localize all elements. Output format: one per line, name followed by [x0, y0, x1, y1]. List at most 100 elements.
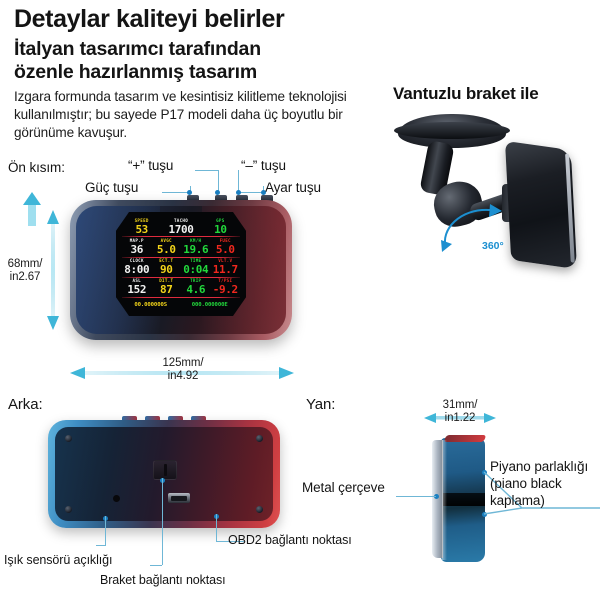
side-metal-frame [432, 440, 443, 558]
display-cell-label: ASL [132, 278, 141, 284]
front-view-label: Ön kısım: [8, 160, 65, 175]
display-cell: DIT.T 87 [152, 278, 182, 297]
callout-piano-line1: Piyano parlaklığı [490, 459, 589, 474]
height-dimension-mm: 68mm/ [7, 258, 43, 270]
display-row: SPEED 53 TACHO 1700 GPS 10 [122, 217, 240, 236]
display-cell-label: CLOCK [129, 258, 144, 264]
display-cell-value: 11.7 [212, 263, 238, 277]
leader-bracket-h [150, 565, 162, 567]
callout-metal-frame: Metal çerçeve [302, 480, 385, 495]
obd2-port [168, 493, 190, 503]
rotation-arc-icon [441, 204, 502, 252]
callout-obd2-point: OBD2 bağlantı noktası [228, 533, 352, 547]
leader-bracket-v [162, 478, 164, 565]
display-cell-value: 5.0 [215, 242, 235, 256]
side-top-accent [443, 435, 487, 442]
device-side-view [432, 432, 488, 562]
page-subtitle-line1: İtalyan tasarımcı tarafından [14, 38, 261, 60]
display-cell-value: 5.0 [156, 242, 176, 256]
leader-power [162, 192, 190, 194]
button-dot-power [187, 190, 192, 195]
leader-metal-frame [396, 496, 436, 498]
suction-mount-illustration: 360° [390, 112, 595, 272]
callout-setting-button: Ayar tuşu [265, 180, 321, 195]
side-body [441, 438, 485, 562]
rotation-badge: 360° [482, 240, 504, 252]
bracket-mount-slot [153, 460, 177, 480]
display-cell: TRIP 4.6 [181, 279, 211, 296]
light-sensor-hole [113, 495, 120, 502]
display-cell: GPS 10 [201, 217, 240, 236]
leader-setting [237, 192, 263, 194]
depth-dimension-mm: 31mm/ [442, 399, 478, 411]
mount-section-title: Vantuzlu braket ile [393, 84, 539, 103]
side-view-label: Yan: [306, 396, 336, 413]
display-cell-label: TIME [190, 258, 202, 264]
rear-top-buttons [122, 416, 206, 421]
display-cell-label: GPS [216, 217, 225, 223]
rear-button-setting[interactable] [191, 416, 206, 421]
button-dot-plus [215, 190, 220, 195]
display-cell: SPEED 53 [122, 217, 161, 235]
display-cell-label: DIT.T [159, 278, 174, 284]
display-divider [122, 297, 240, 298]
rear-view-label: Arka: [8, 396, 43, 413]
display-cell-label: SPEED [134, 217, 149, 223]
display-cell: CLOCK 8:00 [122, 258, 152, 277]
display-cell: VLT.V 11.7 [211, 258, 241, 277]
display-row: MAP.P 36 AVGC 5.0 KM/H 19.6 FUEC 5.0 [122, 237, 240, 256]
rear-button-power[interactable] [122, 416, 137, 421]
device-front-view: SPEED 53 TACHO 1700 GPS 10 MAP.P [70, 195, 292, 340]
display-cell: FUEC 5.0 [211, 237, 241, 256]
display-cell-value: -9.2 [212, 283, 238, 297]
display-cell-value: 87 [160, 283, 173, 297]
display-cell-label: VLT.V [218, 258, 233, 264]
device-rear-view [48, 416, 280, 528]
height-dimension-arrow [47, 210, 59, 330]
display-cell-value: 10 [214, 222, 227, 236]
display-cell: TACHO 1700 [161, 218, 200, 236]
display-divider [122, 276, 240, 278]
width-dimension-label: 125mm/ in4.92 [152, 357, 214, 383]
display-cell-value: 152 [127, 283, 147, 297]
display-cell: MAP.P 36 [122, 238, 152, 255]
leader-minus-v [238, 170, 240, 193]
rear-panel [55, 427, 273, 521]
callout-light-sensor: Işık sensörü açıklığı [4, 553, 113, 567]
display-cell-label: KM/H [190, 237, 202, 243]
display-divider [122, 236, 240, 238]
callout-piano-finish: Piyano parlaklığı (piano black kaplama) [490, 458, 600, 509]
leader-plus [195, 170, 219, 172]
display-cell: ASL 152 [122, 278, 152, 297]
display-row: ASL 152 DIT.T 87 TRIP 4.6 T/PSI -9.2 [122, 278, 240, 297]
display-cell-value: 1700 [168, 222, 194, 236]
page-body-text: Izgara formunda tasarım ve kesintisiz ki… [14, 89, 347, 141]
height-dimension-label: 68mm/ in2.67 [4, 258, 46, 284]
rear-button-plus[interactable] [145, 416, 160, 421]
dot-metal-frame [434, 494, 439, 499]
display-cell: KM/H 19.6 [181, 237, 211, 255]
suction-cup-lip [394, 122, 510, 139]
leader-piano-finish [483, 471, 600, 515]
screw-top-right [256, 435, 263, 442]
callout-plus-button: “+” tuşu [128, 158, 174, 173]
callout-bracket-point: Braket bağlantı noktası [100, 573, 226, 587]
coordinate-longitude: 000.000000E [191, 301, 228, 308]
device-button-setting[interactable] [261, 195, 273, 201]
display-cell-value: 8:00 [124, 263, 150, 277]
depth-dimension-in: in1.22 [444, 411, 476, 424]
device-button-minus[interactable] [236, 195, 248, 201]
display-cell-label: FUEC [219, 237, 231, 243]
display-coordinates-row: 00.000000S 000.000000E [122, 298, 240, 311]
leader-plus-v [218, 170, 220, 193]
rear-button-minus[interactable] [168, 416, 183, 421]
device-button-plus[interactable] [215, 195, 227, 201]
callout-piano-line3: kaplama) [490, 493, 545, 508]
screw-top-left [65, 435, 72, 442]
width-dimension-mm: 125mm/ [162, 357, 204, 369]
device-button-power[interactable] [187, 195, 199, 201]
callout-piano-line2: (piano black [490, 476, 562, 491]
front-view-arrow-icon [23, 192, 41, 226]
display-cell-label: ECT.T [159, 258, 174, 264]
callout-minus-button: “–” tuşu [241, 158, 286, 173]
